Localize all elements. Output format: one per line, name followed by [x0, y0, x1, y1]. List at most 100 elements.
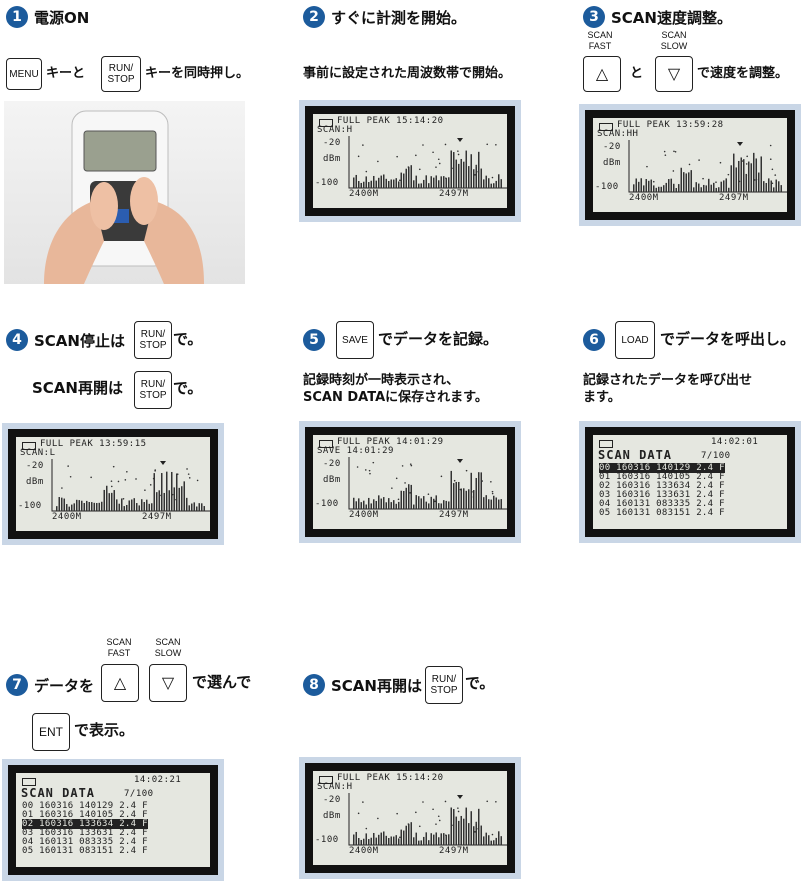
- marker-icon: [457, 795, 463, 799]
- step-number-badge: 1: [6, 6, 28, 28]
- peak-dot: [160, 494, 162, 497]
- spectrum-bar: [375, 500, 377, 509]
- spectrum-bar: [425, 501, 427, 509]
- y-axis-top: -20: [603, 142, 621, 152]
- peak-dot: [391, 487, 393, 489]
- scan-data-row: 03 160316 133631 2.4 F: [22, 828, 148, 838]
- spectrum-bar: [668, 179, 670, 192]
- spectrum-bar: [430, 833, 432, 845]
- x-axis-right: 2497M: [142, 512, 172, 522]
- spectrum-bar: [780, 185, 782, 192]
- step7-heading: 7 データを: [6, 674, 94, 696]
- scan-data-row: 00 160316 140129 2.4 F: [22, 801, 148, 811]
- spectrum-bar: [415, 175, 417, 188]
- run-stop-key: RUN/ STOP: [134, 371, 172, 409]
- spectrum-bar: [723, 180, 725, 192]
- spectrum-bar: [198, 503, 200, 511]
- spectrum-bar: [460, 158, 462, 188]
- spectrum-bar: [680, 167, 682, 192]
- spectrum-bar: [720, 181, 722, 192]
- step3-and: と: [630, 66, 644, 81]
- scan-slow-label: SCAN SLOW: [660, 30, 688, 51]
- step4-line1-b: で。: [173, 330, 203, 348]
- spectrum-bar: [495, 837, 497, 845]
- spectrum-bar: [430, 496, 432, 509]
- lcd-scan-mode: SCAN:HH: [597, 129, 639, 139]
- spectrum-bar: [61, 497, 63, 511]
- spectrum-bar: [683, 172, 685, 192]
- spectrum-bar: [473, 826, 475, 845]
- peak-dot: [491, 490, 494, 493]
- battery-icon: [319, 119, 333, 127]
- peak-dot: [418, 168, 421, 171]
- spectrum-bar: [468, 166, 470, 188]
- peak-dot: [438, 162, 441, 165]
- spectrum-bar: [738, 160, 740, 192]
- spectrum-bar: [450, 150, 452, 188]
- spectrum-bar: [748, 161, 750, 192]
- spectrum-bar: [58, 497, 60, 511]
- spectrum-bar: [733, 153, 735, 192]
- spectrum-bar: [435, 832, 437, 845]
- spectrum-bar: [415, 495, 417, 509]
- step-title: すぐに計測を開始。: [331, 8, 467, 27]
- spectrum-bar: [388, 181, 390, 188]
- spectrum-bar: [141, 499, 143, 511]
- peak-dot: [356, 466, 359, 468]
- scan-down-key: ▽: [149, 664, 187, 702]
- spectrum-bar: [493, 183, 495, 188]
- spectrum-bar: [101, 501, 103, 511]
- spectrum-plot: [348, 136, 507, 189]
- spectrum-bar: [690, 170, 692, 192]
- spectrum-bar: [488, 178, 490, 188]
- step-number-badge: 8: [303, 674, 325, 696]
- battery-icon: [22, 442, 36, 450]
- step5-desc2: SCAN DATAに保存されます。: [303, 390, 488, 405]
- spectrum-bar: [408, 823, 410, 845]
- y-axis-unit: dBm: [323, 811, 341, 821]
- peak-dot: [674, 150, 677, 153]
- spectrum-bar: [495, 497, 497, 509]
- step-number-badge: 2: [303, 6, 325, 28]
- spectrum-bar: [93, 502, 95, 511]
- step8-title-b: で。: [465, 674, 495, 692]
- spectrum-bar: [388, 498, 390, 509]
- peak-dot: [672, 170, 675, 172]
- spectrum-bar: [770, 180, 772, 192]
- step6-desc1: 記録されたデータを呼び出せ: [583, 373, 753, 388]
- spectrum-bar: [156, 492, 158, 511]
- spectrum-bar: [103, 489, 105, 511]
- peak-dot: [67, 465, 69, 467]
- spectrum-bar: [438, 503, 440, 509]
- peak-dot: [418, 825, 421, 828]
- peak-dot: [459, 488, 462, 491]
- spectrum-bar: [440, 176, 442, 188]
- spectrum-bar: [443, 833, 445, 845]
- peak-dot: [746, 155, 748, 158]
- spectrum-bar: [433, 498, 435, 509]
- spectrum-bar: [470, 154, 472, 188]
- y-axis-bottom: -100: [315, 178, 339, 188]
- spectrum-bar: [363, 500, 365, 509]
- spectrum-bar: [705, 185, 707, 192]
- spectrum-bar: [413, 504, 415, 509]
- step7-title-b: で選んで: [192, 673, 252, 691]
- spectrum-bar: [483, 497, 485, 509]
- spectrum-bar: [718, 187, 720, 192]
- spectrum-bar: [660, 186, 662, 192]
- peak-dot: [196, 479, 199, 482]
- y-axis-unit: dBm: [26, 477, 44, 487]
- step4-heading: 4 SCAN停止は: [6, 329, 125, 351]
- spectrum-bar: [658, 186, 660, 192]
- spectrum-bar: [740, 157, 742, 192]
- spectrum-bar: [470, 472, 472, 509]
- spectrum-bar: [375, 180, 377, 188]
- spectrum-bar: [383, 174, 385, 188]
- y-axis-unit: dBm: [603, 158, 621, 168]
- marker-icon: [457, 138, 463, 142]
- spectrum-bar: [385, 178, 387, 188]
- peak-dot: [438, 819, 441, 822]
- step2-heading: 2 すぐに計測を開始。: [303, 6, 466, 28]
- spectrum-bar: [123, 506, 125, 511]
- y-axis-unit: dBm: [323, 154, 341, 164]
